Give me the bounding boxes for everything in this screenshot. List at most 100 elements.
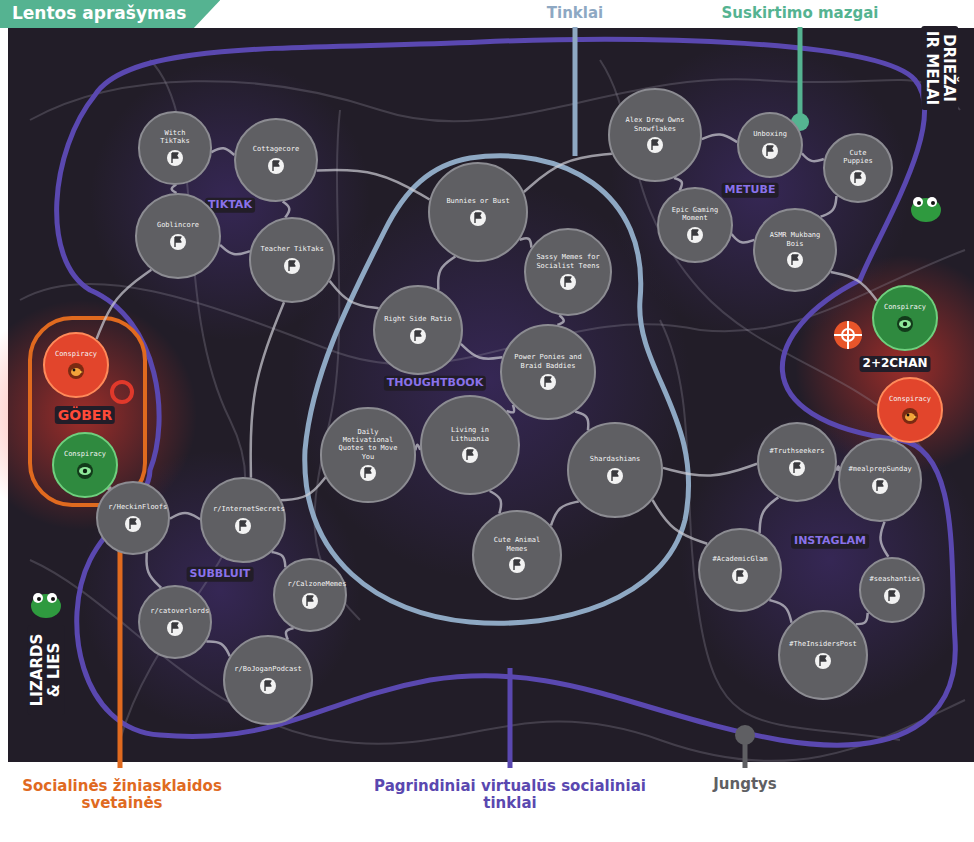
network-node: Shardashians <box>567 422 663 518</box>
network-node: Witch TikTaks <box>138 111 211 184</box>
node-name: Living in Lithuania <box>433 426 508 443</box>
connection-line <box>330 281 379 308</box>
connection-line <box>831 272 877 301</box>
site-logo-label: INSTAGLAM <box>791 534 869 549</box>
conspiracy-node: Conspiracy <box>877 377 943 443</box>
site-logo-icons <box>112 321 862 402</box>
connection-line <box>317 170 430 200</box>
node-name: Conspiracy <box>884 303 926 311</box>
connection-line <box>211 148 234 155</box>
connection-line <box>520 238 532 247</box>
node-name: Conspiracy <box>55 350 97 358</box>
callout-label: Tinklai <box>547 5 603 22</box>
network-node: r/CalzoneMemes <box>273 558 347 632</box>
site-logo-label: 2+2CHAN <box>860 356 931 372</box>
network-node: Unboxing <box>737 112 803 178</box>
conspiracy-icon <box>67 359 85 380</box>
conspiracy-icon <box>901 404 919 425</box>
flag-icon <box>539 370 557 391</box>
flag-icon <box>234 514 252 535</box>
network-node: Sassy Memes for Socialist Teens <box>524 228 612 316</box>
network-node: Epic Gaming Moment <box>657 187 733 263</box>
node-name: r/CalzoneMemes <box>287 580 332 588</box>
node-name: r/BoJoganPodcast <box>234 665 301 673</box>
site-logo-label: SUBBLUIT <box>187 567 254 582</box>
callout-label: Jungtys <box>713 776 777 793</box>
flag-icon <box>883 584 901 605</box>
network-node: Goblincore <box>135 193 221 279</box>
flag-icon <box>871 474 889 495</box>
connection-line <box>856 613 868 624</box>
network-node: r/BoJoganPodcast <box>223 635 313 725</box>
connection-line <box>286 628 294 640</box>
node-name: Epic Gaming Moment <box>667 206 723 223</box>
site-logo-label: THOUGHTBOOK <box>384 376 486 391</box>
network-node: Power Ponies and Braid Baddies <box>500 324 596 420</box>
site-logo-label: METUBE <box>722 183 779 198</box>
connection-line <box>461 344 503 359</box>
connection-line <box>821 196 837 217</box>
flag-icon <box>359 461 377 482</box>
network-node: Bunnies or Bust <box>428 162 528 262</box>
node-name: Goblincore <box>157 221 199 229</box>
connection-line <box>96 270 151 339</box>
flag-icon <box>301 589 319 610</box>
connection-line <box>551 501 579 525</box>
connection-line <box>170 513 200 519</box>
callout-label: Suskirtimo mazgai <box>722 5 879 22</box>
connection-line <box>206 642 229 657</box>
connection-line <box>283 201 290 217</box>
flag-icon <box>283 254 301 275</box>
conspiracy-node: Conspiracy <box>43 332 109 398</box>
background-link-lines <box>20 60 965 761</box>
network-node: #Truthseekers <box>757 422 837 502</box>
main-networks-outline <box>57 39 956 745</box>
node-name: Witch TikTaks <box>149 129 202 146</box>
connection-line <box>251 302 284 478</box>
connection-line <box>524 154 612 192</box>
board-glows <box>0 40 974 730</box>
connection-line <box>557 315 563 325</box>
network-node: ASMR Mukbang Bois <box>753 208 837 292</box>
node-name: Teacher TikTaks <box>260 245 323 253</box>
flag-icon <box>508 553 526 574</box>
flag-icon <box>166 616 184 637</box>
flag-icon <box>469 206 487 227</box>
lizard-icon <box>911 197 941 222</box>
network-node: Teacher TikTaks <box>249 217 335 303</box>
connection-line <box>802 153 824 161</box>
network-node: Cottagecore <box>234 118 318 202</box>
flag-icon <box>559 270 577 291</box>
flag-icon <box>461 443 479 464</box>
node-name: #AcademicGlam <box>713 555 768 563</box>
network-node: r/catoverlords <box>138 585 212 659</box>
node-name: Shardashians <box>590 455 641 463</box>
network-node: r/InternetSecrets <box>200 477 286 563</box>
network-node: r/HeckinFloofs <box>96 481 170 555</box>
lizard-icon <box>31 593 61 618</box>
node-name: #Truthseekers <box>770 447 825 455</box>
node-name: Conspiracy <box>889 395 931 403</box>
connection-line <box>663 464 757 476</box>
flag-icon <box>267 154 285 175</box>
node-name: r/HeckinFloofs <box>108 503 158 511</box>
callout-label: Socialinės žiniasklaidos svetainės <box>15 778 230 813</box>
node-name: r/catoverlords <box>150 607 200 615</box>
flag-icon <box>606 464 624 485</box>
network-node: Alex Drew Owns Snowflakes <box>608 88 702 182</box>
connection-line <box>172 185 177 194</box>
site-logo-label: LIZARDS & LIES <box>28 625 65 715</box>
flag-icon <box>124 512 142 533</box>
connection-line <box>490 491 501 514</box>
connection-line <box>146 552 161 587</box>
connection-line <box>220 245 250 255</box>
node-name: Sassy Memes for Socialist Teens <box>535 253 601 270</box>
network-node: Daily Motivational Quotes to Move You <box>320 407 415 502</box>
flag-icon <box>646 133 664 154</box>
connection-line <box>769 600 791 623</box>
conspiracy-node: Conspiracy <box>52 432 118 498</box>
callout-leaders <box>120 27 809 768</box>
connection-line <box>575 412 588 431</box>
network-node: Living in Lithuania <box>420 395 520 495</box>
